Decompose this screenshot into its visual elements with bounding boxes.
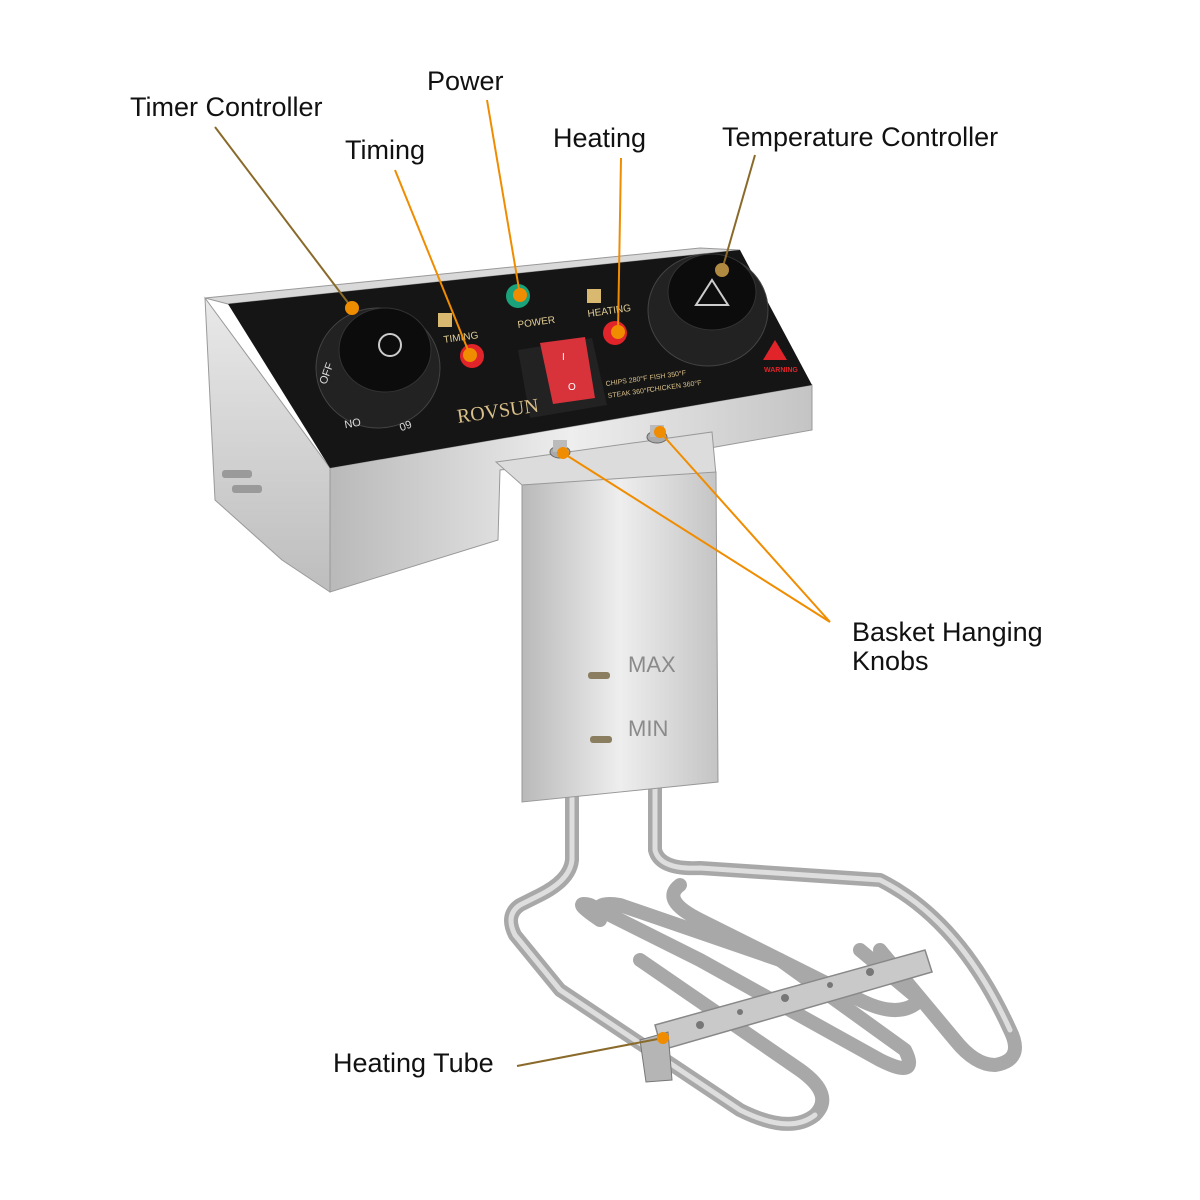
- timing-label: TIMING: [443, 330, 479, 346]
- warning-icon: [763, 340, 787, 360]
- leader-heating-tube: [516, 1037, 664, 1067]
- callout-dots: [345, 263, 729, 1044]
- timer-mark-60: 60: [397, 417, 413, 432]
- power-switch[interactable]: I O: [518, 337, 607, 418]
- leader-basket-knob-right: [659, 431, 831, 623]
- timer-icon: [438, 313, 452, 327]
- callout-timing: Timing: [345, 135, 426, 165]
- max-label: MAX: [628, 652, 676, 677]
- clock-icon: [378, 333, 402, 357]
- min-label: MIN: [628, 716, 668, 741]
- leader-timing: [394, 169, 471, 356]
- mounting-plate: [521, 471, 719, 803]
- switch-on-mark: I: [562, 352, 565, 363]
- callout-heating: Heating: [553, 123, 647, 153]
- callout-timer-controller: Timer Controller: [130, 92, 323, 122]
- warning-label: WARNING: [764, 367, 798, 374]
- fahrenheit-icon: [587, 289, 601, 303]
- callout-power: Power: [427, 66, 504, 96]
- callout-basket-hanging-knobs-line2: Knobs: [852, 646, 929, 676]
- heating-tube: [504, 773, 1022, 1131]
- leader-temperature-controller: [721, 154, 756, 271]
- leader-timer-controller: [214, 126, 353, 309]
- min-mark: [590, 736, 612, 743]
- timer-mark-on: ON: [343, 415, 361, 430]
- leader-lines: [214, 99, 831, 1067]
- temperature-knob[interactable]: [647, 253, 769, 367]
- timer-knob[interactable]: [315, 307, 441, 429]
- fryer-left-side: [204, 296, 331, 593]
- switch-off-mark: O: [568, 382, 576, 393]
- leader-basket-knob-left: [562, 452, 831, 623]
- max-mark: [588, 672, 610, 679]
- leader-heating: [617, 157, 622, 333]
- power-label: POWER: [517, 315, 556, 331]
- triangle-icon: [694, 278, 730, 306]
- callout-basket-hanging-knobs-line1: Basket Hanging: [852, 617, 1043, 647]
- leader-power: [486, 99, 521, 296]
- callout-temperature-controller: Temperature Controller: [722, 122, 999, 152]
- callout-heating-tube: Heating Tube: [333, 1048, 494, 1078]
